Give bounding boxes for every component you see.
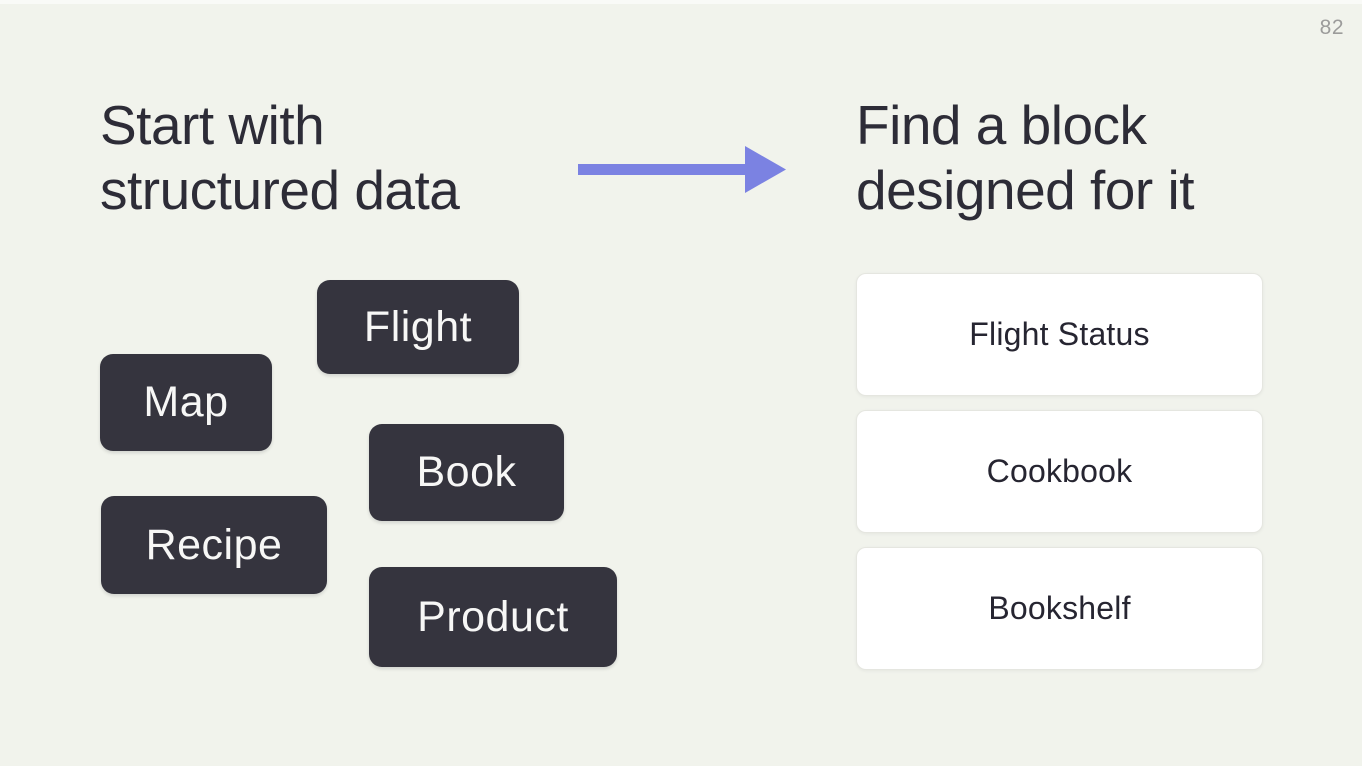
right-heading: Find a block designed for it bbox=[856, 93, 1195, 223]
slide-top-edge bbox=[0, 0, 1362, 4]
block-card-bookshelf: Bookshelf bbox=[856, 547, 1263, 670]
right-arrow-icon bbox=[578, 146, 786, 193]
data-type-tag-product: Product bbox=[369, 567, 617, 667]
right-heading-line2: designed for it bbox=[856, 159, 1195, 221]
data-type-tag-flight: Flight bbox=[317, 280, 519, 374]
data-type-tag-map: Map bbox=[100, 354, 272, 451]
block-card-flight-status: Flight Status bbox=[856, 273, 1263, 396]
left-heading-line1: Start with bbox=[100, 94, 325, 156]
left-heading-line2: structured data bbox=[100, 159, 460, 221]
left-heading: Start with structured data bbox=[100, 93, 460, 223]
data-type-tag-book: Book bbox=[369, 424, 564, 521]
page-number: 82 bbox=[1319, 16, 1344, 39]
block-card-cookbook: Cookbook bbox=[856, 410, 1263, 533]
data-type-tag-recipe: Recipe bbox=[101, 496, 327, 594]
right-heading-line1: Find a block bbox=[856, 94, 1147, 156]
